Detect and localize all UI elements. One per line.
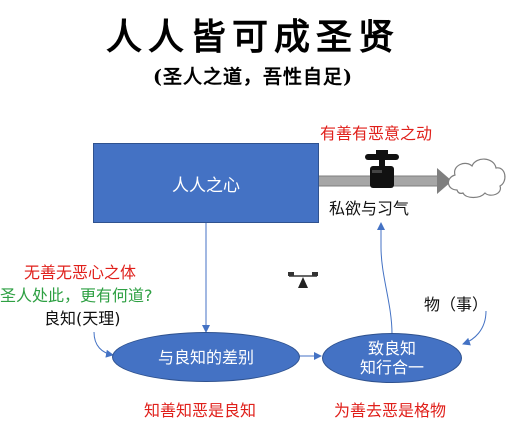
page-title: 人人皆可成圣贤 <box>105 16 400 58</box>
do-good-remove-evil-label: 为善去恶是格物 <box>334 401 447 420</box>
zhi-liangzhi-ellipse: 致良知 知行合一 <box>322 333 462 383</box>
difference-ellipse: 与良知的差别 <box>112 332 300 382</box>
selfish-desire-label: 私欲与习气 <box>329 199 410 218</box>
innate-knowledge-label: 良知(天理) <box>44 309 121 328</box>
unity-label: 知行合一 <box>359 358 424 377</box>
intention-label: 有善有恶意之动 <box>320 124 433 143</box>
cloud-icon <box>447 158 506 199</box>
balance-scale-icon <box>288 272 318 288</box>
faucet-icon <box>365 150 399 188</box>
difference-label: 与良知的差别 <box>157 347 254 367</box>
mind-essence-label: 无善无恶心之体 <box>24 263 137 282</box>
thing-label: 物（事） <box>424 295 489 314</box>
sage-question-label: 圣人处此，更有何道? <box>0 286 153 305</box>
page-subtitle: (圣人之道，吾性自足) <box>153 66 353 88</box>
heart-mind-label: 人人之心 <box>172 175 240 196</box>
know-good-evil-label: 知善知恶是良知 <box>144 401 257 420</box>
heart-mind-box: 人人之心 <box>93 143 319 223</box>
zhi-liangzhi-label: 致良知 <box>367 339 416 358</box>
